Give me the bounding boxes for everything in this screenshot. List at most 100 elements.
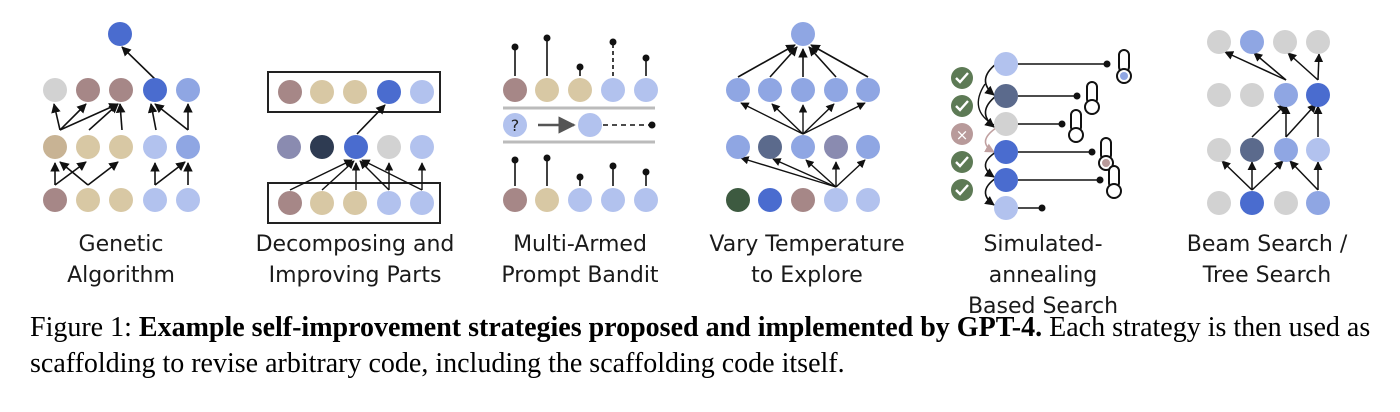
node	[578, 113, 602, 137]
check-icon	[951, 95, 973, 117]
check-icon	[951, 67, 973, 89]
node	[791, 78, 815, 102]
node	[344, 135, 368, 159]
check-icon	[951, 151, 973, 173]
node	[726, 78, 750, 102]
node	[791, 22, 815, 46]
node	[791, 188, 815, 212]
node	[277, 135, 301, 159]
label-line: to Explore	[751, 263, 863, 288]
panel-decomposing	[267, 71, 441, 224]
arm-node	[601, 188, 625, 212]
node	[1306, 83, 1330, 107]
node	[343, 191, 367, 215]
unknown-node	[503, 113, 527, 137]
node	[1207, 138, 1231, 162]
thermometer-icon	[1084, 81, 1100, 115]
node	[410, 135, 434, 159]
node	[758, 78, 782, 102]
thermometer-icon	[1116, 49, 1132, 84]
arm-node	[601, 78, 625, 102]
fail-icon: ×	[951, 123, 973, 145]
node	[1274, 138, 1298, 162]
node	[43, 188, 67, 212]
node	[109, 135, 133, 159]
label-line: Algorithm	[67, 263, 175, 288]
label-line: Vary Temperature	[709, 232, 905, 257]
arm-node	[535, 188, 559, 212]
node	[1240, 138, 1264, 162]
panel-bandit: ?	[503, 34, 658, 212]
figure-caption: Figure 1: Example self-improvement strat…	[30, 310, 1380, 382]
node	[726, 188, 750, 212]
node	[758, 188, 782, 212]
node	[310, 135, 334, 159]
node	[76, 135, 100, 159]
panel-beam-search	[1207, 30, 1330, 215]
node	[43, 78, 67, 102]
label-line: Based Search	[967, 294, 1119, 319]
node	[994, 112, 1018, 136]
node	[994, 52, 1018, 76]
arm-node	[568, 78, 592, 102]
node	[176, 135, 200, 159]
node	[143, 78, 167, 102]
thermometer-icon	[1098, 137, 1114, 171]
node	[109, 78, 133, 102]
node	[176, 188, 200, 212]
thermometer-icon	[1106, 165, 1122, 199]
node	[856, 135, 880, 159]
node	[278, 191, 302, 215]
node	[1306, 138, 1330, 162]
node	[824, 135, 848, 159]
question-mark-icon: ?	[511, 116, 520, 135]
node	[108, 22, 132, 46]
label-line: Prompt Bandit	[501, 263, 659, 288]
node	[1240, 30, 1264, 54]
check-icon	[951, 179, 973, 201]
node	[1240, 191, 1264, 215]
node	[1274, 83, 1298, 107]
node	[143, 135, 167, 159]
arm-node	[634, 78, 658, 102]
label-line: Genetic	[78, 232, 164, 257]
arm-node	[503, 78, 527, 102]
arm-node	[503, 188, 527, 212]
node	[377, 191, 401, 215]
label-line: Multi-Armed	[513, 232, 647, 257]
node	[994, 196, 1018, 220]
figure-illustration: ?	[43, 22, 1330, 224]
bottom-part-box	[267, 182, 441, 224]
arm-node	[568, 188, 592, 212]
node	[43, 135, 67, 159]
arm-node	[535, 78, 559, 102]
node	[824, 188, 848, 212]
node	[410, 191, 434, 215]
panel-label-decomposing: Decomposing and Improving Parts	[245, 229, 465, 291]
node	[994, 140, 1018, 164]
node	[1207, 191, 1231, 215]
node	[410, 80, 434, 104]
panel-annealing: ×	[951, 49, 1132, 220]
panel-label-annealing: Simulated-annealing Based Search	[933, 229, 1153, 322]
panel-temperature	[726, 22, 880, 212]
node	[310, 191, 334, 215]
node	[824, 78, 848, 102]
label-line: Tree Search	[1202, 263, 1332, 288]
node	[1207, 83, 1231, 107]
node	[994, 84, 1018, 108]
arm-node	[634, 188, 658, 212]
node	[377, 80, 401, 104]
panel-label-temperature: Vary Temperature to Explore	[697, 229, 917, 291]
caption-text: Each strategy is then used as scaffoldin…	[30, 312, 1371, 379]
node	[726, 135, 750, 159]
node	[310, 80, 334, 104]
node	[176, 78, 200, 102]
node	[1207, 30, 1231, 54]
node	[109, 188, 133, 212]
label-line: Improving Parts	[268, 263, 442, 288]
thermometer-icon	[1068, 109, 1084, 143]
node	[343, 80, 367, 104]
node	[278, 80, 302, 104]
node	[856, 78, 880, 102]
